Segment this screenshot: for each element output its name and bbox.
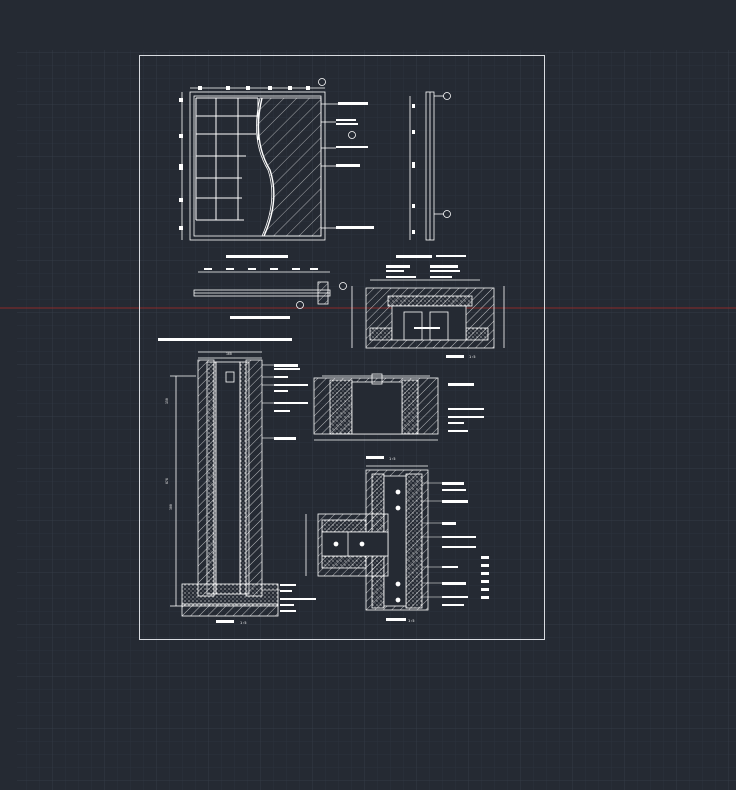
section-2-2-annotations xyxy=(216,364,316,623)
section-1-1-annotations xyxy=(386,265,464,358)
section-2-2-scale: 1:5 xyxy=(240,621,247,625)
plan-annotation xyxy=(158,316,292,341)
plan-strip xyxy=(193,268,347,309)
section-3-3 xyxy=(313,373,439,441)
section-4-4-scale: 1:5 xyxy=(408,619,415,623)
section-2-2 xyxy=(170,351,279,617)
section-4-4-leaders xyxy=(422,482,442,598)
section-1-1-scale: 1:5 xyxy=(469,355,476,359)
section-3-3-scale: 1:5 xyxy=(389,457,396,461)
door-side-section xyxy=(409,91,451,241)
section-4-4-annotations xyxy=(386,482,489,621)
elevation-annotations xyxy=(226,102,374,258)
section-4-4 xyxy=(305,465,429,611)
dim-part-a: 300 xyxy=(169,504,173,510)
section-2-2-leaders xyxy=(262,364,280,591)
dim-part-b: 150 xyxy=(165,398,169,404)
section-1-1 xyxy=(351,279,505,349)
side-section-annotation xyxy=(396,255,466,258)
sheet-border xyxy=(139,55,545,640)
door-elevation xyxy=(179,78,356,241)
dim-overall-height: 878 xyxy=(165,478,169,484)
dim-total-width: 160 xyxy=(226,352,232,356)
section-3-3-annotations xyxy=(366,383,484,459)
